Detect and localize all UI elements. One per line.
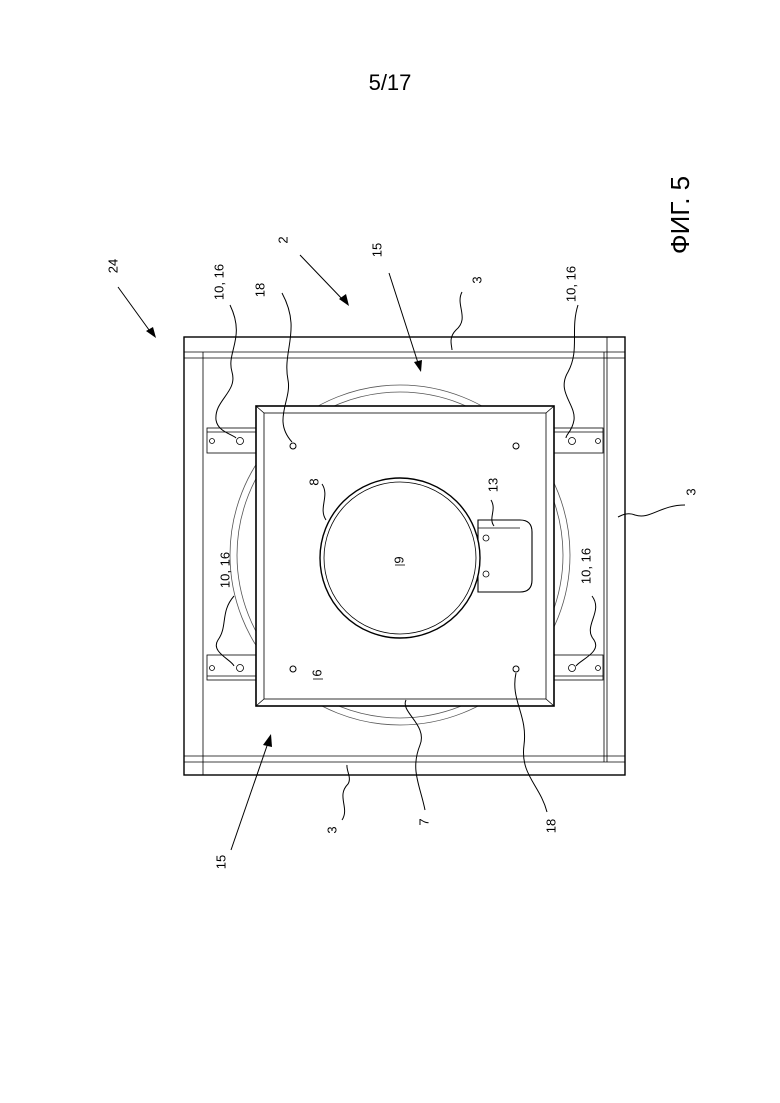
ref-label-bracket-bottom-left: 10, 16 bbox=[217, 552, 232, 588]
ref-label-gap-bottom: 15 bbox=[213, 855, 228, 869]
ref-label-gap-top: 15 bbox=[369, 243, 384, 257]
ref-label-frame-right: 3 bbox=[683, 488, 698, 495]
ref-label-housing: 6 bbox=[309, 669, 324, 676]
screw-top-left bbox=[290, 443, 296, 449]
ref-label-opening-rim: 8 bbox=[306, 478, 321, 485]
ref-label-bracket-top-left: 10, 16 bbox=[211, 264, 226, 300]
ref-label-screw-top: 18 bbox=[252, 283, 267, 297]
ref-label-assembly: 24 bbox=[105, 259, 120, 273]
bracket-bottom-left bbox=[207, 655, 257, 680]
ref-label-frame-top: 3 bbox=[469, 276, 484, 283]
sensor-module bbox=[478, 520, 532, 592]
ref-label-sensor: 13 bbox=[485, 478, 500, 492]
ref-label-bracket-top-right: 10, 16 bbox=[563, 266, 578, 302]
ref-label-screw-bottom: 18 bbox=[543, 819, 558, 833]
bracket-top-left bbox=[207, 428, 257, 453]
bracket-bottom-right bbox=[553, 655, 603, 680]
ref-label-panel: 2 bbox=[275, 236, 290, 243]
drawing-geometry bbox=[118, 255, 685, 850]
screw-bottom-left bbox=[290, 666, 296, 672]
bracket-top-right bbox=[553, 428, 603, 453]
screw-top-right bbox=[513, 443, 519, 449]
ref-label-housing-edge: 7 bbox=[416, 818, 431, 825]
ref-label-frame-bottom: 3 bbox=[324, 826, 339, 833]
screw-bottom-right bbox=[513, 666, 519, 672]
ref-label-bracket-bottom-right: 10, 16 bbox=[578, 548, 593, 584]
ref-label-opening: 9 bbox=[391, 556, 406, 563]
